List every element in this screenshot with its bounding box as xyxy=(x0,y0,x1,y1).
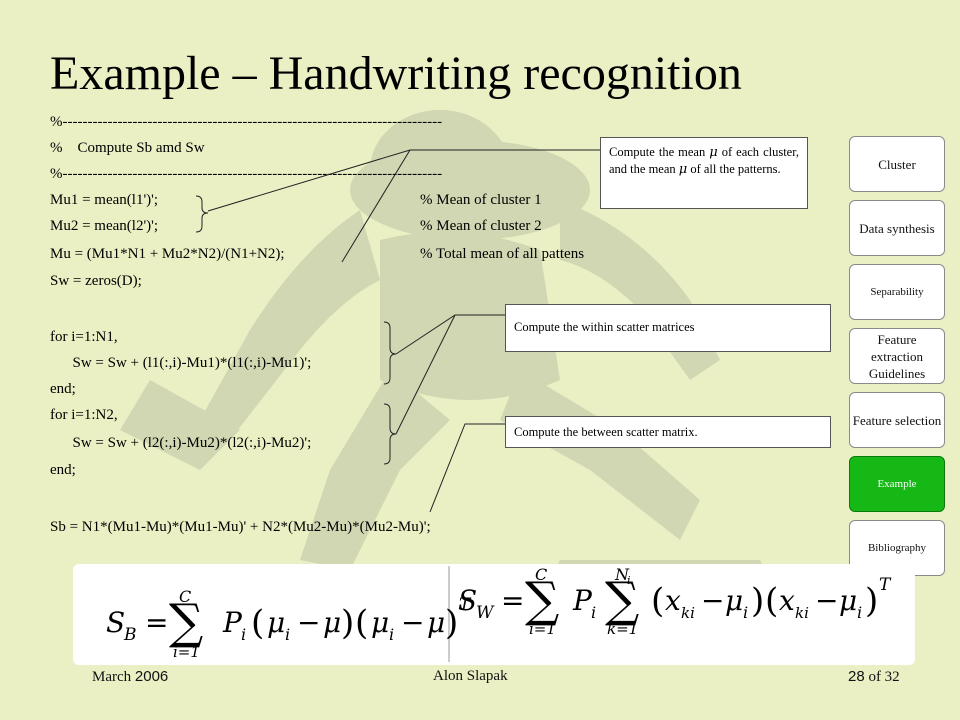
comment-total-mean: % Total mean of all pattens xyxy=(420,246,585,262)
footer-author: Alon Slapak xyxy=(433,668,508,684)
callout-compute-mean: Compute the mean μ of each cluster, and … xyxy=(600,137,808,209)
code-line-mu2: Mu2 = mean(l2')'; xyxy=(50,218,159,234)
svg-text:=: = xyxy=(145,606,168,639)
svg-text:i=1: i=1 xyxy=(173,643,200,661)
footer-page-number: 28 of 32 xyxy=(848,668,900,686)
footer-month: March xyxy=(92,669,132,685)
svg-text:μ: μ xyxy=(725,584,743,617)
svg-text:μ: μ xyxy=(839,584,857,617)
svg-text:x: x xyxy=(665,584,681,617)
svg-text:μ: μ xyxy=(371,606,389,639)
code-line-sw-init: Sw = zeros(D); xyxy=(50,273,142,289)
nav-feature-selection[interactable]: Feature selection xyxy=(849,392,945,448)
callout-mean-text-2: of each cluster, and the mean xyxy=(609,145,800,176)
nav-separability[interactable]: Separability xyxy=(849,264,945,320)
svg-text:−: − xyxy=(701,584,724,617)
code-line-comment: % Compute Sb amd Sw xyxy=(50,140,205,156)
svg-text:i=1: i=1 xyxy=(529,620,556,638)
footer-page: 28 xyxy=(848,668,865,685)
formula-sb: S B = ∑ C i=1 P i ( μ i − μ ) ( μ i − μ … xyxy=(106,587,472,661)
code-line-sw2: Sw = Sw + (l2(:,i)-Mu2)*(l2(:,i)-Mu2)'; xyxy=(50,435,312,451)
svg-text:i: i xyxy=(389,625,394,644)
svg-text:μ: μ xyxy=(427,606,445,639)
footer-date: March 2006 xyxy=(92,668,168,686)
svg-text:k=1: k=1 xyxy=(607,620,638,638)
svg-text:i: i xyxy=(857,603,862,622)
svg-text:−: − xyxy=(297,606,320,639)
code-line-sb: Sb = N1*(Mu1-Mu)*(Mu1-Mu)' + N2*(Mu2-Mu)… xyxy=(50,519,431,535)
callout-between-scatter: Compute the between scatter matrix. xyxy=(505,416,831,448)
svg-text:S: S xyxy=(106,606,125,639)
formula-panel xyxy=(73,564,915,665)
comment-mean-cluster-1: % Mean of cluster 1 xyxy=(420,192,542,208)
svg-text:): ) xyxy=(751,581,764,621)
svg-text:): ) xyxy=(445,603,458,643)
svg-text:∑: ∑ xyxy=(525,572,559,628)
svg-text:S: S xyxy=(458,584,477,617)
svg-text:−: − xyxy=(401,606,424,639)
svg-text:N: N xyxy=(614,565,630,584)
mu-symbol: μ xyxy=(678,162,688,177)
svg-text:): ) xyxy=(865,581,878,621)
formula-divider xyxy=(448,566,450,662)
svg-text:B: B xyxy=(123,625,137,645)
svg-text:−: − xyxy=(815,584,838,617)
svg-text:T: T xyxy=(879,575,892,595)
slide-title: Example – Handwriting recognition xyxy=(50,47,742,100)
svg-text:(: ( xyxy=(765,581,778,621)
svg-text:P: P xyxy=(222,606,243,639)
formula-sw: S W = ∑ C i=1 P i ∑ N i k=1 ( x ki − μ i… xyxy=(458,565,892,638)
footer-page-total: of 32 xyxy=(868,669,900,685)
svg-text:i: i xyxy=(627,574,631,587)
svg-text:): ) xyxy=(341,603,354,643)
code-line-for2: for i=1:N2, xyxy=(50,407,118,423)
code-line-sw1: Sw = Sw + (l1(:,i)-Mu1)*(l1(:,i)-Mu1)'; xyxy=(50,355,312,371)
code-line-mu: Mu = (Mu1*N1 + Mu2*N2)/(N1+N2); xyxy=(50,246,285,262)
nav-example[interactable]: Example xyxy=(849,456,945,512)
comment-mean-cluster-2: % Mean of cluster 2 xyxy=(420,218,542,234)
svg-text:x: x xyxy=(779,584,795,617)
svg-text:i: i xyxy=(743,603,748,622)
callout-mean-text-3: of all the patterns. xyxy=(690,162,781,176)
nav-data-synthesis[interactable]: Data synthesis xyxy=(849,200,945,256)
svg-text:μ: μ xyxy=(267,606,285,639)
code-line-separator-bottom: %---------------------------------------… xyxy=(50,166,443,182)
mu-symbol: μ xyxy=(709,145,718,160)
code-line-end2: end; xyxy=(50,462,76,478)
svg-text:i: i xyxy=(591,603,596,622)
svg-text:ki: ki xyxy=(681,604,695,622)
svg-text:C: C xyxy=(535,565,547,584)
svg-text:∑: ∑ xyxy=(169,594,203,650)
svg-text:(: ( xyxy=(251,603,264,643)
code-line-mu1: Mu1 = mean(l1')'; xyxy=(50,192,159,208)
svg-text:=: = xyxy=(501,584,524,617)
svg-text:(: ( xyxy=(651,581,664,621)
code-line-for1: for i=1:N1, xyxy=(50,329,118,345)
code-line-end1: end; xyxy=(50,381,76,397)
svg-text:i: i xyxy=(241,625,246,644)
footer-year: 2006 xyxy=(134,668,169,685)
svg-text:μ: μ xyxy=(323,606,341,639)
code-line-separator-top: %---------------------------------------… xyxy=(50,114,443,130)
svg-text:T: T xyxy=(459,595,472,615)
nav-feature-extraction-guidelines[interactable]: Feature extraction Guidelines xyxy=(849,328,945,384)
svg-text:ki: ki xyxy=(795,604,809,622)
svg-text:i: i xyxy=(285,625,290,644)
svg-text:P: P xyxy=(572,584,593,617)
svg-text:W: W xyxy=(476,603,495,623)
nav-cluster[interactable]: Cluster xyxy=(849,136,945,192)
svg-text:∑: ∑ xyxy=(605,572,639,628)
callout-mean-text-1: Compute the mean xyxy=(609,145,706,159)
svg-text:(: ( xyxy=(355,603,368,643)
callout-within-scatter: Compute the within scatter matrices xyxy=(505,304,831,352)
svg-text:C: C xyxy=(179,587,191,606)
